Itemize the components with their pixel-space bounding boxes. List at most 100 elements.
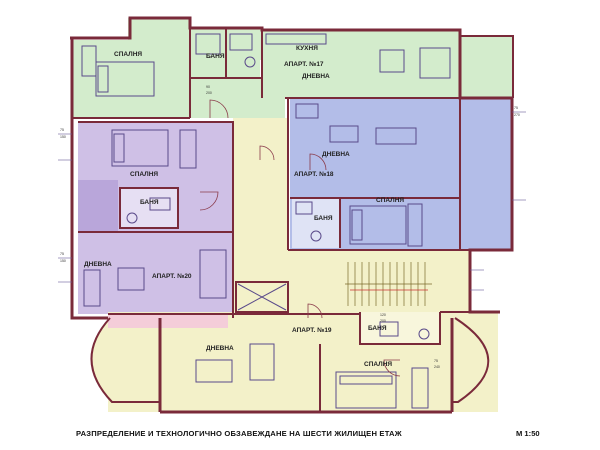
label-apt18-living: ДНЕВНА	[322, 151, 350, 158]
sink-apt20	[149, 197, 171, 211]
label-apt19-living: ДНЕВНА	[206, 345, 234, 352]
wall-apt17-bath	[190, 28, 262, 79]
drawing-caption: РАЗПРЕДЕЛЕНИЕ И ТЕХНОЛОГИЧНО ОБЗАВЕЖДАНЕ…	[76, 429, 402, 438]
sink-apt18	[295, 201, 313, 215]
label-apt19-bath: БАНЯ	[368, 325, 387, 332]
wall-apt20-top	[78, 121, 234, 318]
wardrobe-apt19	[411, 367, 429, 409]
sofa-apt17	[419, 47, 451, 79]
core-corridor	[233, 118, 288, 318]
table-apt18	[329, 125, 359, 143]
landing-area	[288, 250, 470, 312]
dim-label-4: 150	[60, 259, 66, 263]
dim-label-8: 200	[206, 91, 212, 95]
stair-steps	[345, 262, 432, 306]
dim-label-11: 75	[434, 359, 438, 363]
label-apt20-name: АПАРТ. №20	[152, 273, 192, 280]
dim-label-9: 120	[380, 313, 386, 317]
apt17-balcony-left	[128, 18, 190, 48]
table-apt17	[379, 49, 405, 73]
label-apt17-kitchen: КУХНЯ	[296, 45, 318, 52]
elevator-cross	[237, 283, 287, 311]
pillow-apt17	[97, 65, 109, 93]
drawing-scale: М 1:50	[516, 429, 540, 438]
outer-wall-left	[70, 38, 108, 320]
door-apt18	[309, 153, 327, 171]
kitchen-counter-apt17	[265, 33, 327, 45]
label-apt19-name: АПАРТ. №19	[292, 327, 332, 334]
apt20-living-area	[78, 232, 233, 314]
dim-label-6: 270	[514, 113, 520, 117]
apt19-pink-strip	[108, 314, 228, 328]
door-apt19	[307, 303, 323, 319]
label-apt17-bath: БАНЯ	[206, 53, 225, 60]
wall-apt19-top	[108, 311, 470, 315]
wall-apt17-bedroom	[72, 28, 191, 119]
table-apt19	[195, 359, 233, 383]
dim-label-10: 200	[380, 319, 386, 323]
sink-apt19	[379, 321, 399, 337]
pillow-apt19	[339, 375, 393, 385]
label-apt18-name: АПАРТ. №18	[294, 171, 334, 178]
wall-apt20-bath	[119, 187, 179, 229]
label-apt17-bedroom: СПАЛНЯ	[114, 51, 142, 58]
outer-wall-top	[70, 16, 514, 314]
curved-rail-right	[452, 317, 490, 403]
apt18-living-area	[290, 98, 460, 198]
wardrobe-apt18	[407, 203, 423, 247]
wardrobe-apt17	[81, 45, 97, 77]
bed-apt19	[335, 371, 397, 409]
window-marks-left	[58, 133, 72, 283]
apt17-kitchen-area	[260, 30, 340, 60]
wardrobe-apt20	[179, 129, 197, 169]
dim-label-5: 75	[514, 106, 518, 110]
pillow-apt18	[351, 209, 363, 241]
elevator-shaft	[235, 281, 289, 313]
pillow-apt20	[113, 133, 125, 163]
sofa-apt18	[375, 127, 417, 145]
door-apt19-bed	[383, 359, 401, 377]
toilet-apt19	[418, 328, 430, 340]
wall-apt19-bath	[359, 312, 441, 345]
sofa-apt20	[83, 269, 101, 307]
label-apt17-name: АПАРТ. №17	[284, 61, 324, 68]
window-marks-right	[470, 111, 526, 291]
door-apt17	[209, 99, 229, 119]
apt19-curved-balcony-left	[91, 318, 160, 402]
wardrobe-apt17b	[195, 33, 221, 55]
core-corridor-top	[190, 78, 285, 118]
tv-unit-apt18	[295, 103, 319, 119]
table-apt20	[117, 267, 145, 291]
apt18-bath-area	[292, 198, 340, 248]
bed-apt18	[349, 205, 407, 245]
wall-apt17-living	[261, 30, 460, 99]
dim-label-2: 150	[60, 135, 66, 139]
apt20-balcony	[78, 180, 118, 232]
dim-label-3: 75	[60, 252, 64, 256]
label-apt18-bedroom: СПАЛНЯ	[376, 197, 404, 204]
apt20-bath-area	[120, 188, 178, 228]
label-apt18-bath: БАНЯ	[314, 215, 333, 222]
door-apt20	[199, 191, 219, 211]
kitchen-apt20	[199, 249, 227, 299]
apt18-balcony	[460, 98, 512, 250]
toilet-apt20	[126, 212, 138, 224]
label-apt20-bath: БАНЯ	[140, 199, 159, 206]
toilet-apt17	[244, 56, 256, 68]
label-apt19-bedroom: СПАЛНЯ	[364, 361, 392, 368]
curved-rail-left	[90, 317, 160, 403]
bed-apt17	[95, 61, 155, 97]
wall-apt18-bath	[292, 197, 341, 248]
balcony-rail-right	[460, 35, 514, 98]
dim-label-1: 75	[60, 128, 64, 132]
toilet-apt18	[310, 230, 322, 242]
label-apt20-bedroom: СПАЛНЯ	[130, 171, 158, 178]
label-apt17-living: ДНЕВНА	[302, 73, 330, 80]
dim-label-12: 240	[434, 365, 440, 369]
apt17-bedroom-area	[72, 40, 190, 118]
label-apt20-living: ДНЕВНА	[84, 261, 112, 268]
dim-label-7: 90	[206, 85, 210, 89]
bed-apt20	[111, 129, 169, 167]
sofa-apt19	[249, 343, 275, 381]
